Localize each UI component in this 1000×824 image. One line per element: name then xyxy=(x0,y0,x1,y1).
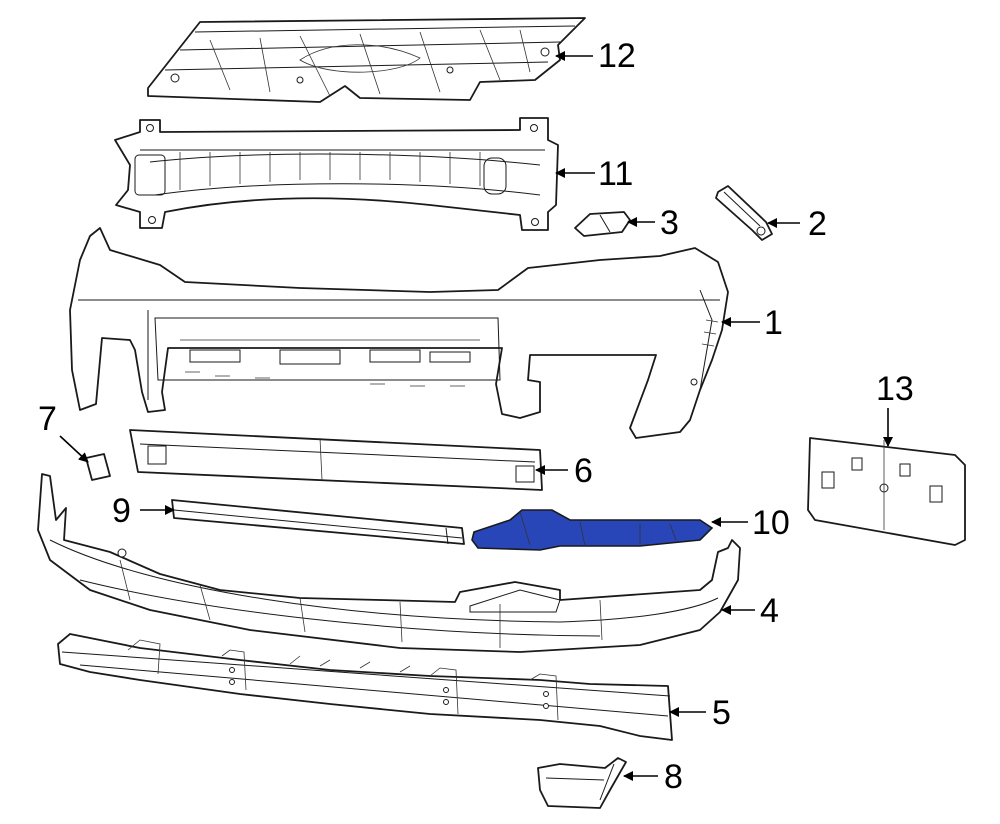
callout-labels: 12 11 3 2 1 13 7 6 9 10 4 5 8 xyxy=(38,37,914,796)
part-11-upper-support[interactable] xyxy=(114,117,559,231)
callout-1: 1 xyxy=(764,304,783,342)
part-13-license-bracket[interactable] xyxy=(807,437,966,546)
callout-2: 2 xyxy=(808,205,827,243)
part-12-upper-panel[interactable] xyxy=(147,17,586,103)
part-8-corner-bracket[interactable] xyxy=(537,757,627,809)
part-6-grille-strip[interactable] xyxy=(129,429,543,491)
part-2-bracket[interactable] xyxy=(715,185,773,241)
part-10-air-deflector[interactable] xyxy=(471,509,714,551)
callout-7: 7 xyxy=(38,400,57,438)
callout-6: 6 xyxy=(574,452,593,490)
callout-5: 5 xyxy=(712,694,731,732)
part-1-upper-fascia[interactable] xyxy=(69,227,729,439)
callout-4: 4 xyxy=(760,592,779,630)
callout-12: 12 xyxy=(598,37,636,75)
callout-9: 9 xyxy=(112,492,131,530)
part-9-lower-strip[interactable] xyxy=(171,499,465,545)
callout-13: 13 xyxy=(876,370,914,408)
callout-8: 8 xyxy=(664,758,683,796)
part-4-lower-fascia[interactable] xyxy=(37,473,741,653)
leader-lines xyxy=(59,51,893,781)
part-5-reinforcement[interactable] xyxy=(57,633,673,741)
callout-3: 3 xyxy=(660,204,679,242)
callout-11: 11 xyxy=(598,155,633,193)
part-3-cap[interactable] xyxy=(574,211,631,237)
part-7-plug[interactable] xyxy=(85,453,111,481)
callout-10: 10 xyxy=(752,504,790,542)
